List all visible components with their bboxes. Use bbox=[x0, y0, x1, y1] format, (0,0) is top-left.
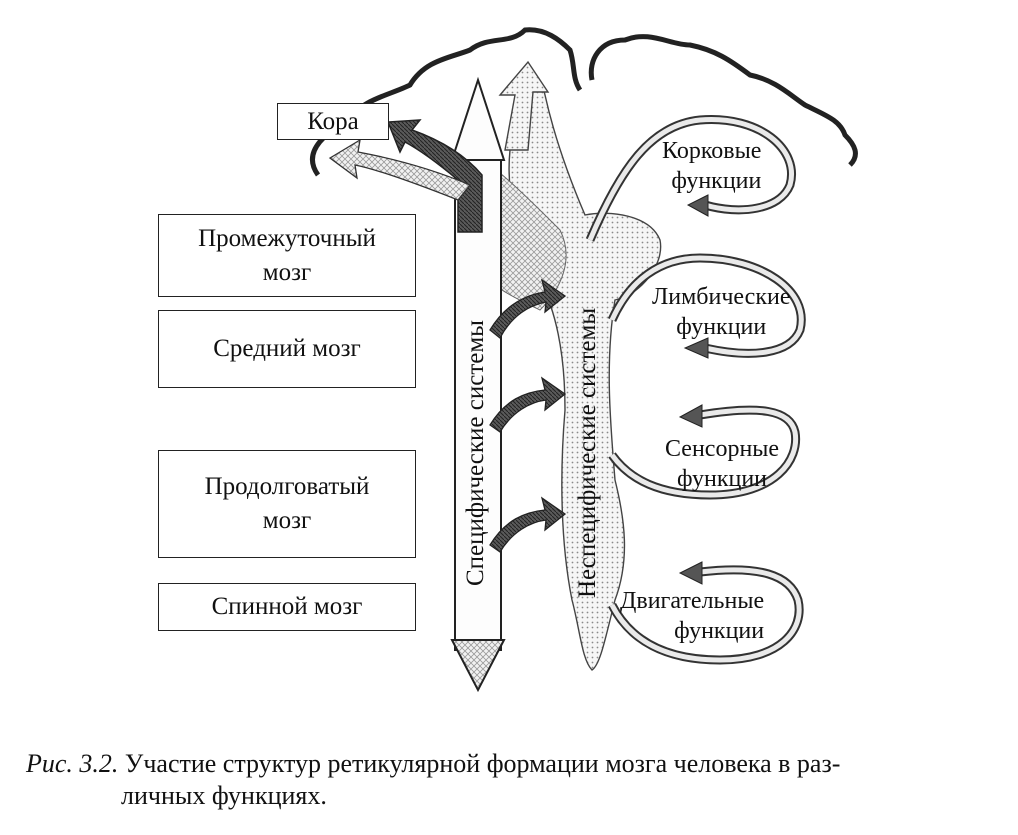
label-limbic-1: Лимбические bbox=[652, 284, 791, 310]
box-medulla: Продолговатый мозг bbox=[158, 450, 416, 558]
box-cortex: Кора bbox=[277, 103, 389, 140]
label-sensory-2: функции bbox=[677, 466, 768, 492]
label-specific-systems: Специфические системы bbox=[462, 320, 489, 586]
figure-caption: Рис. 3.2. Участие структур ретикулярной … bbox=[26, 748, 1001, 812]
box-diencephalon: Промежуточный мозг bbox=[158, 214, 416, 297]
nonspecific-up-arrow bbox=[498, 60, 550, 151]
box-midbrain: Средний мозг bbox=[158, 310, 416, 388]
label-motor-functions: Двигательные функции bbox=[620, 586, 764, 646]
loop-arrow-motor-head bbox=[678, 561, 703, 585]
loop-arrow-limbic-inner bbox=[609, 255, 804, 356]
label-motor-1: Двигательные bbox=[620, 588, 765, 614]
label-medulla-1: Продолговатый bbox=[204, 473, 370, 500]
label-cortical-2: функции bbox=[671, 168, 762, 194]
light-arrow-to-cortex bbox=[328, 138, 472, 201]
label-cortical-functions: Корковые функции bbox=[662, 136, 761, 196]
loop-arrow-motor-inner bbox=[609, 567, 802, 663]
cortex-outline-right bbox=[588, 34, 858, 167]
caption-text-2: личных функциях. bbox=[121, 781, 327, 810]
label-spinal-cord: Спинной мозг bbox=[211, 593, 363, 620]
label-limbic-functions: Лимбические функции bbox=[652, 282, 791, 342]
branch-arrow-diencephalon bbox=[489, 278, 567, 340]
loop-arrow-cortical-head bbox=[686, 194, 709, 217]
specific-system-bottom-arrow bbox=[450, 639, 506, 693]
caption-text-1: Участие структур ретикулярной формации м… bbox=[124, 749, 841, 778]
figure-label: Рис. 3.2. bbox=[26, 749, 119, 778]
label-diencephalon-1: Промежуточный bbox=[198, 224, 376, 252]
specific-system-top-arrow bbox=[450, 76, 506, 161]
label-sensory-functions: Сенсорные функции bbox=[665, 434, 779, 494]
label-nonspecific-systems: Неспецифические системы bbox=[574, 307, 601, 598]
box-spinal-cord: Спинной мозг bbox=[158, 583, 416, 631]
label-sensory-1: Сенсорные bbox=[665, 436, 780, 462]
branch-arrow-medulla bbox=[489, 496, 567, 553]
label-midbrain: Средний мозг bbox=[213, 335, 361, 362]
label-cortical-1: Корковые bbox=[662, 138, 762, 164]
label-cortex: Кора bbox=[307, 107, 359, 135]
loop-arrow-sensory-head bbox=[678, 404, 703, 428]
loop-arrow-sensory-inner bbox=[609, 407, 799, 498]
branch-arrow-midbrain bbox=[489, 376, 567, 433]
label-diencephalon-2: мозг bbox=[262, 258, 312, 286]
loop-arrow-limbic-head bbox=[683, 337, 709, 359]
label-motor-2: функции bbox=[674, 618, 765, 644]
label-limbic-2: функции bbox=[676, 314, 767, 340]
dark-arrow-to-cortex bbox=[386, 119, 483, 233]
label-medulla-2: мозг bbox=[262, 507, 312, 534]
loop-arrow-cortical-inner bbox=[587, 117, 794, 241]
